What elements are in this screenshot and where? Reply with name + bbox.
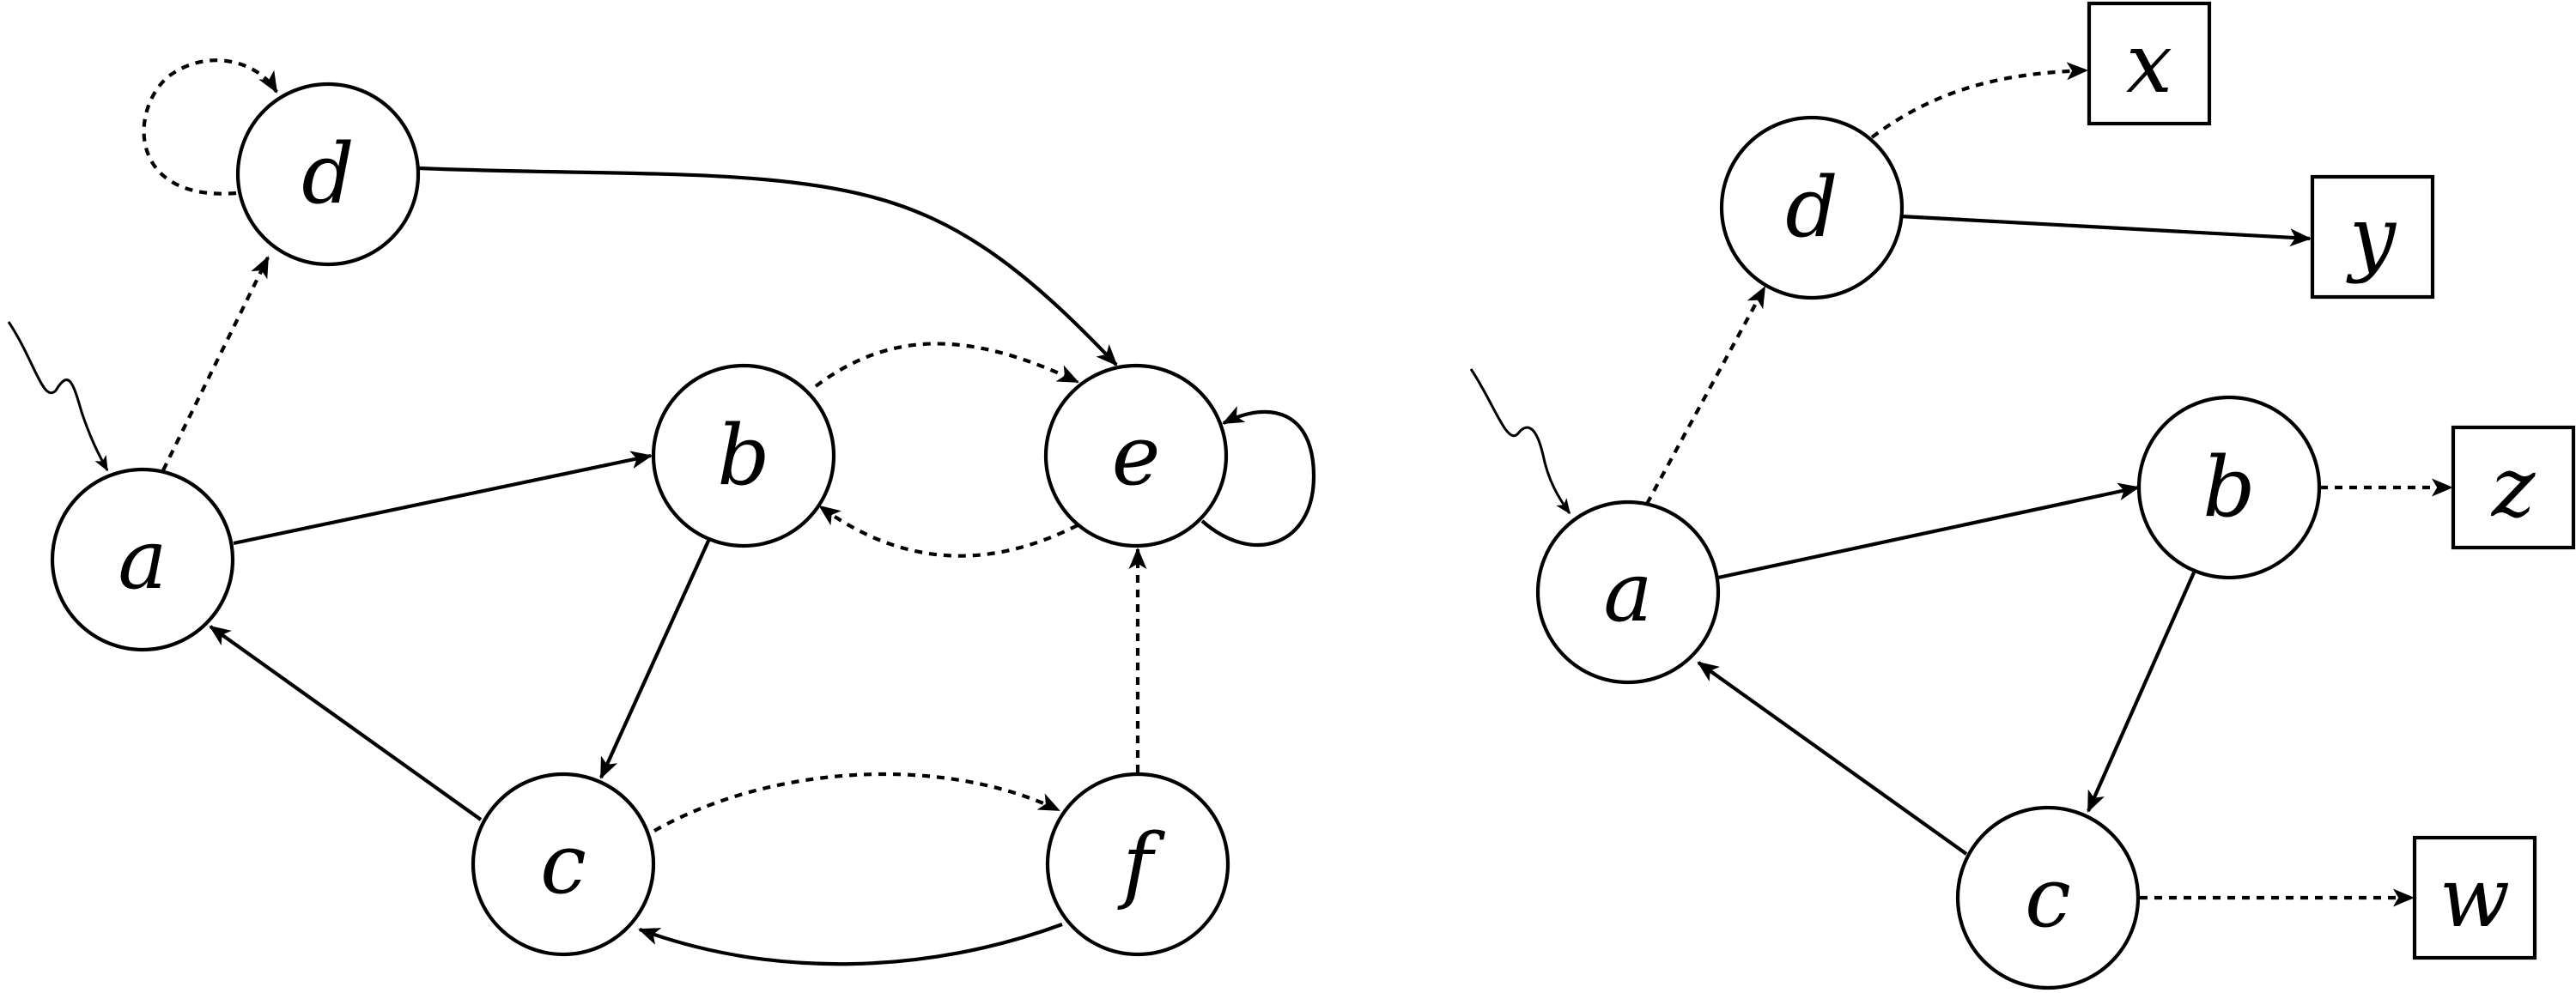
right-edge-a-b — [1717, 482, 2141, 580]
left-initial-arrow — [7, 321, 109, 472]
left-graph: a b c d e f — [7, 58, 1316, 966]
right-node-d: d — [1719, 115, 1905, 300]
right-node-c-label: c — [2025, 850, 2071, 946]
left-node-e-label: e — [1112, 408, 1161, 504]
right-node-z: z — [2451, 425, 2576, 550]
right-graph: a b c d x y z w — [1469, 1, 2576, 990]
right-node-d-label: d — [1785, 160, 1838, 256]
right-node-x-label: x — [2126, 15, 2172, 112]
right-node-y: y — [2310, 174, 2435, 300]
left-edge-d-e — [418, 166, 1118, 366]
right-edge-d-x — [1870, 62, 2089, 139]
right-edges — [1469, 62, 2454, 907]
left-edge-c-a — [209, 625, 483, 821]
left-node-a-label: a — [118, 512, 167, 608]
left-node-e: e — [1043, 363, 1229, 548]
left-node-a: a — [50, 467, 235, 652]
left-node-b-label: b — [717, 408, 769, 504]
left-edge-f-c — [638, 923, 1063, 966]
right-node-x: x — [2087, 1, 2212, 126]
right-node-w: w — [2412, 835, 2537, 960]
left-node-d-label: d — [301, 126, 354, 222]
right-initial-arrow — [1469, 368, 1571, 515]
left-edge-e-b — [818, 505, 1078, 558]
right-edge-c-a — [1697, 661, 1968, 856]
left-edge-b-c — [599, 538, 711, 779]
right-edge-d-y — [1899, 214, 2312, 247]
right-node-w-label: w — [2439, 850, 2510, 946]
right-edge-a-d — [1645, 286, 1766, 506]
left-node-c: c — [471, 772, 656, 957]
left-edge-d-d — [142, 58, 278, 196]
right-node-a-label: a — [1603, 544, 1652, 640]
right-edge-b-c — [2087, 572, 2196, 813]
right-node-y-label: y — [2346, 189, 2397, 285]
left-edge-a-b — [233, 451, 653, 546]
right-node-b: b — [2136, 395, 2322, 580]
left-edge-a-d — [161, 256, 270, 471]
right-node-a: a — [1535, 500, 1721, 685]
left-node-f: f — [1045, 772, 1230, 957]
left-node-d: d — [235, 82, 421, 267]
right-node-z-label: z — [2491, 439, 2537, 536]
left-node-c-label: c — [540, 816, 586, 912]
left-edge-c-f — [653, 772, 1060, 833]
left-edge-e-e — [1200, 406, 1316, 548]
right-node-c: c — [1955, 805, 2141, 990]
left-edge-b-e — [814, 342, 1079, 388]
right-node-b-label: b — [2202, 439, 2255, 536]
left-edges — [7, 58, 1316, 966]
left-node-b: b — [651, 363, 836, 548]
